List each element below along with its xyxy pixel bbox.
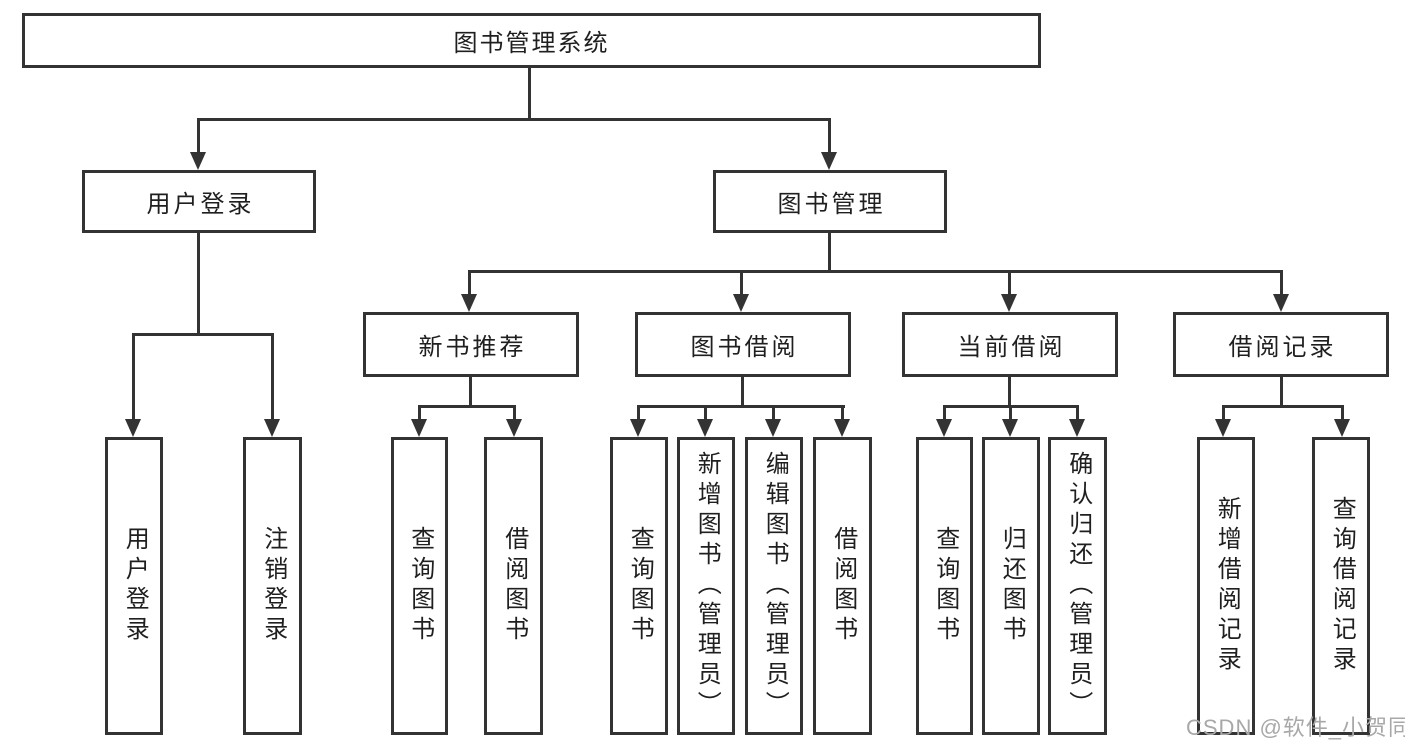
branch-box-book-management-label: 图书管理 <box>777 191 886 218</box>
leaf-box-confirm-return-admin-label: 确认归还（管理员） <box>1064 451 1092 721</box>
leaf-box-borrow-books-recommend-label: 借阅图书 <box>500 526 528 646</box>
connector-vline <box>1008 270 1011 296</box>
arrowhead-down <box>506 419 522 437</box>
leaf-box-user-login-label: 用户登录 <box>121 526 149 646</box>
arrowhead-down <box>733 294 749 312</box>
watermark: CSDN @软件_小贺同学 <box>1186 715 1405 740</box>
group-box-borrow-records: 借阅记录 <box>1173 312 1389 377</box>
leaf-box-borrow-books-label: 借阅图书 <box>829 526 857 646</box>
arrowhead-down <box>834 419 850 437</box>
leaf-box-query-books-current: 查询图书 <box>916 437 973 735</box>
group-box-current-borrow-label: 当前借阅 <box>957 334 1066 361</box>
arrowhead-down <box>1273 294 1289 312</box>
connector-vline <box>1008 376 1011 408</box>
connector-vline <box>197 118 200 154</box>
connector-vline <box>197 233 200 336</box>
leaf-box-query-books-recommend: 查询图书 <box>391 437 448 735</box>
connector-vline <box>1076 405 1079 421</box>
arrowhead-down <box>1069 419 1085 437</box>
arrowhead-down <box>697 419 713 437</box>
arrowhead-down <box>936 419 952 437</box>
leaf-box-edit-books-admin-label: 编辑图书（管理员） <box>761 451 789 721</box>
connector-vline <box>1341 405 1344 421</box>
arrowhead-down <box>264 419 280 437</box>
connector-vline <box>741 376 744 408</box>
arrowhead-down <box>630 419 646 437</box>
connector-hline <box>418 405 516 408</box>
connector-vline <box>1280 270 1283 296</box>
connector-vline <box>828 118 831 154</box>
group-box-new-book-recommend-label: 新书推荐 <box>418 334 527 361</box>
leaf-box-query-books-current-label: 查询图书 <box>931 526 959 646</box>
arrowhead-down <box>461 294 477 312</box>
group-box-new-book-recommend: 新书推荐 <box>363 312 579 377</box>
leaf-box-logout-label: 注销登录 <box>259 526 287 646</box>
connector-vline <box>943 405 946 421</box>
leaf-box-query-borrow-record-label: 查询借阅记录 <box>1328 496 1356 676</box>
arrowhead-down <box>1002 419 1018 437</box>
leaf-box-query-books-borrow-label: 查询图书 <box>626 526 654 646</box>
arrowhead-down <box>190 152 206 170</box>
connector-vline <box>637 405 640 421</box>
leaf-box-return-books: 归还图书 <box>982 437 1040 735</box>
connector-vline <box>271 333 274 420</box>
connector-vline <box>469 376 472 408</box>
leaf-box-add-borrow-record-label: 新增借阅记录 <box>1213 496 1241 676</box>
leaf-box-add-books-admin-label: 新增图书（管理员） <box>693 451 721 721</box>
leaf-box-add-borrow-record: 新增借阅记录 <box>1197 437 1255 735</box>
branch-box-user-login-label: 用户登录 <box>146 191 255 218</box>
connector-hline <box>638 405 845 408</box>
connector-vline <box>828 233 831 273</box>
connector-vline <box>468 270 471 296</box>
connector-vline <box>418 405 421 421</box>
arrowhead-down <box>411 419 427 437</box>
connector-vline <box>1009 405 1012 421</box>
connector-vline <box>132 333 135 420</box>
arrowhead-down <box>125 419 141 437</box>
leaf-box-confirm-return-admin: 确认归还（管理员） <box>1048 437 1107 735</box>
connector-vline <box>1222 405 1225 421</box>
connector-vline <box>841 405 844 421</box>
arrowhead-down <box>821 152 837 170</box>
group-box-book-borrow-label: 图书借阅 <box>690 334 799 361</box>
connector-hline <box>132 333 274 336</box>
root-box-library-management-system: 图书管理系统 <box>22 13 1041 68</box>
connector-vline <box>772 405 775 421</box>
connector-vline <box>528 67 531 120</box>
arrowhead-down <box>765 419 781 437</box>
leaf-box-borrow-books-recommend: 借阅图书 <box>484 437 543 735</box>
leaf-box-borrow-books: 借阅图书 <box>813 437 872 735</box>
leaf-box-logout: 注销登录 <box>243 437 302 735</box>
arrowhead-down <box>1215 419 1231 437</box>
leaf-box-add-books-admin: 新增图书（管理员） <box>677 437 735 735</box>
connector-vline <box>740 270 743 296</box>
connector-hline <box>197 118 831 121</box>
branch-box-book-management: 图书管理 <box>713 170 947 233</box>
root-box-label: 图书管理系统 <box>453 30 610 57</box>
branch-box-user-login: 用户登录 <box>82 170 316 233</box>
leaf-box-query-borrow-record: 查询借阅记录 <box>1312 437 1370 735</box>
connector-vline <box>513 405 516 421</box>
leaf-box-return-books-label: 归还图书 <box>998 526 1026 646</box>
connector-hline <box>468 270 1283 273</box>
connector-vline <box>704 405 707 421</box>
group-box-borrow-records-label: 借阅记录 <box>1228 334 1337 361</box>
group-box-current-borrow: 当前借阅 <box>902 312 1118 377</box>
leaf-box-query-books-borrow: 查询图书 <box>610 437 668 735</box>
arrowhead-down <box>1334 419 1350 437</box>
connector-vline <box>1280 376 1283 408</box>
leaf-box-query-books-recommend-label: 查询图书 <box>406 526 434 646</box>
connector-hline <box>1222 405 1344 408</box>
arrowhead-down <box>1001 294 1017 312</box>
leaf-box-edit-books-admin: 编辑图书（管理员） <box>745 437 803 735</box>
group-box-book-borrow: 图书借阅 <box>635 312 851 377</box>
leaf-box-user-login: 用户登录 <box>105 437 163 735</box>
